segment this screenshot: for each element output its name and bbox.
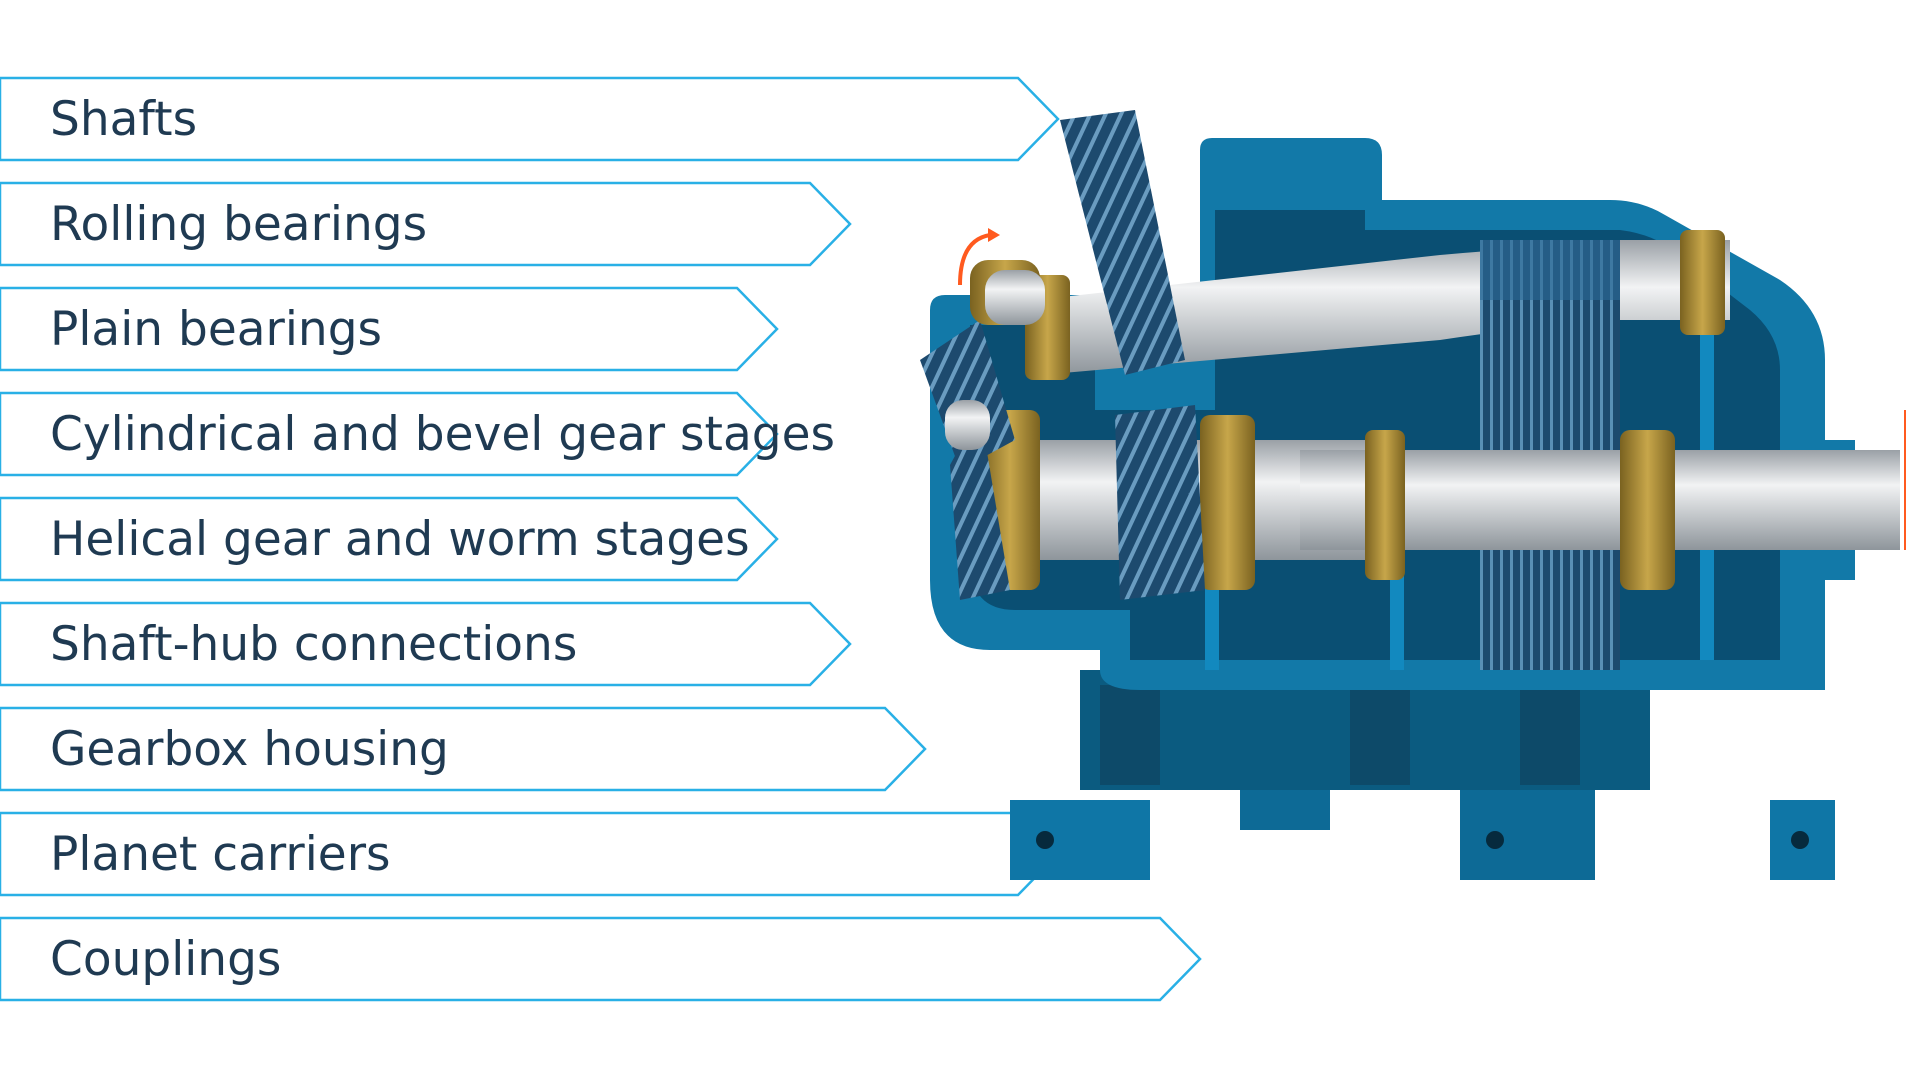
arrow-shape [0,496,779,582]
category-arrow-helical-gear-and-worm-stages[interactable]: Helical gear and worm stages [0,496,779,582]
arrow-label: Plain bearings [50,302,382,357]
category-arrow-cylindrical-and-bevel-gear-stages[interactable]: Cylindrical and bevel gear stages [0,391,835,477]
category-arrow-shafts[interactable]: Shafts [0,76,1060,162]
arrow-shape [0,601,852,687]
housing-shell [930,138,1855,690]
housing-base [1010,670,1835,880]
category-arrow-couplings[interactable]: Couplings [0,916,1202,1002]
arrow-label: Rolling bearings [50,197,427,252]
category-arrow-shaft-hub-connections[interactable]: Shaft-hub connections [0,601,852,687]
arrow-shape [0,391,779,477]
arrow-shape [0,706,927,792]
arrow-label: Gearbox housing [50,722,449,777]
gearbox-cutaway-icon [920,110,1906,880]
arrow-label: Helical gear and worm stages [50,512,750,567]
category-arrow-plain-bearings[interactable]: Plain bearings [0,286,779,372]
upper-helical-gear [1060,110,1185,375]
arrow-shape [0,181,852,267]
arrow-label: Shaft-hub connections [50,617,577,672]
bevel-gear-pair [920,320,1015,600]
rotation-arrow-icon [958,228,1906,550]
middle-helical-gear [1115,405,1205,600]
arrow-shape [0,286,779,372]
category-arrow-gearbox-housing[interactable]: Gearbox housing [0,706,927,792]
arrow-label: Cylindrical and bevel gear stages [50,407,835,462]
arrow-label: Couplings [50,932,281,987]
arrow-shape [0,916,1202,1002]
arrow-label: Shafts [50,92,197,147]
arrow-label: Planet carriers [50,827,391,882]
input-shaft [970,260,1045,325]
category-arrow-rolling-bearings[interactable]: Rolling bearings [0,181,852,267]
arrow-shape [0,76,1060,162]
category-arrow-planet-carriers[interactable]: Planet carriers [0,811,1060,897]
